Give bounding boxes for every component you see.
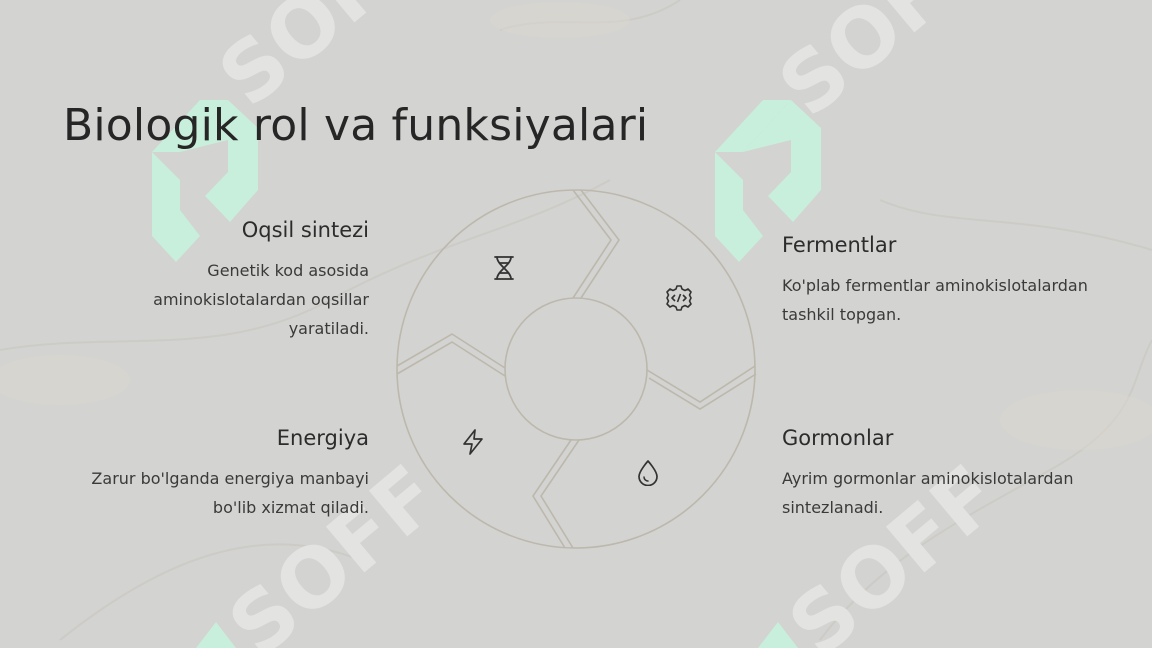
diagram-outer-ring — [396, 189, 756, 549]
divider-left — [396, 333, 506, 369]
function-description: Ayrim gormonlar aminokislotalardan sinte… — [782, 469, 1074, 517]
function-block-protein-synthesis: Oqsil sintezi Genetik kod asosida aminok… — [69, 218, 369, 343]
lightning-icon — [463, 429, 483, 455]
function-heading: Fermentlar — [782, 233, 897, 257]
droplet-icon — [638, 460, 658, 486]
slide-title: Biologik rol va funksiyalari — [63, 100, 649, 151]
divider-bottom — [540, 439, 580, 549]
function-description: Zarur bo'lganda energiya manbayi bo'lib … — [91, 469, 369, 517]
function-block-enzymes: Fermentlar Ko'plab fermentlar aminokislo… — [782, 233, 1112, 329]
function-block-energy: Energiya Zarur bo'lganda energiya manbay… — [49, 426, 369, 522]
function-heading: Energiya — [276, 426, 369, 450]
function-description: Genetik kod asosida aminokislotalardan o… — [153, 261, 369, 338]
cycle-diagram — [396, 189, 757, 549]
function-heading: Oqsil sintezi — [241, 218, 369, 242]
divider-top — [572, 189, 612, 299]
function-heading: Gormonlar — [782, 426, 894, 450]
divider-right — [646, 365, 756, 403]
gear-code-icon — [666, 285, 692, 311]
function-description: Ko'plab fermentlar aminokislotalardan ta… — [782, 276, 1088, 324]
diagram-inner-circle — [504, 297, 648, 441]
function-block-hormones: Gormonlar Ayrim gormonlar aminokislotala… — [782, 426, 1112, 522]
dna-hourglass-icon — [494, 256, 514, 280]
